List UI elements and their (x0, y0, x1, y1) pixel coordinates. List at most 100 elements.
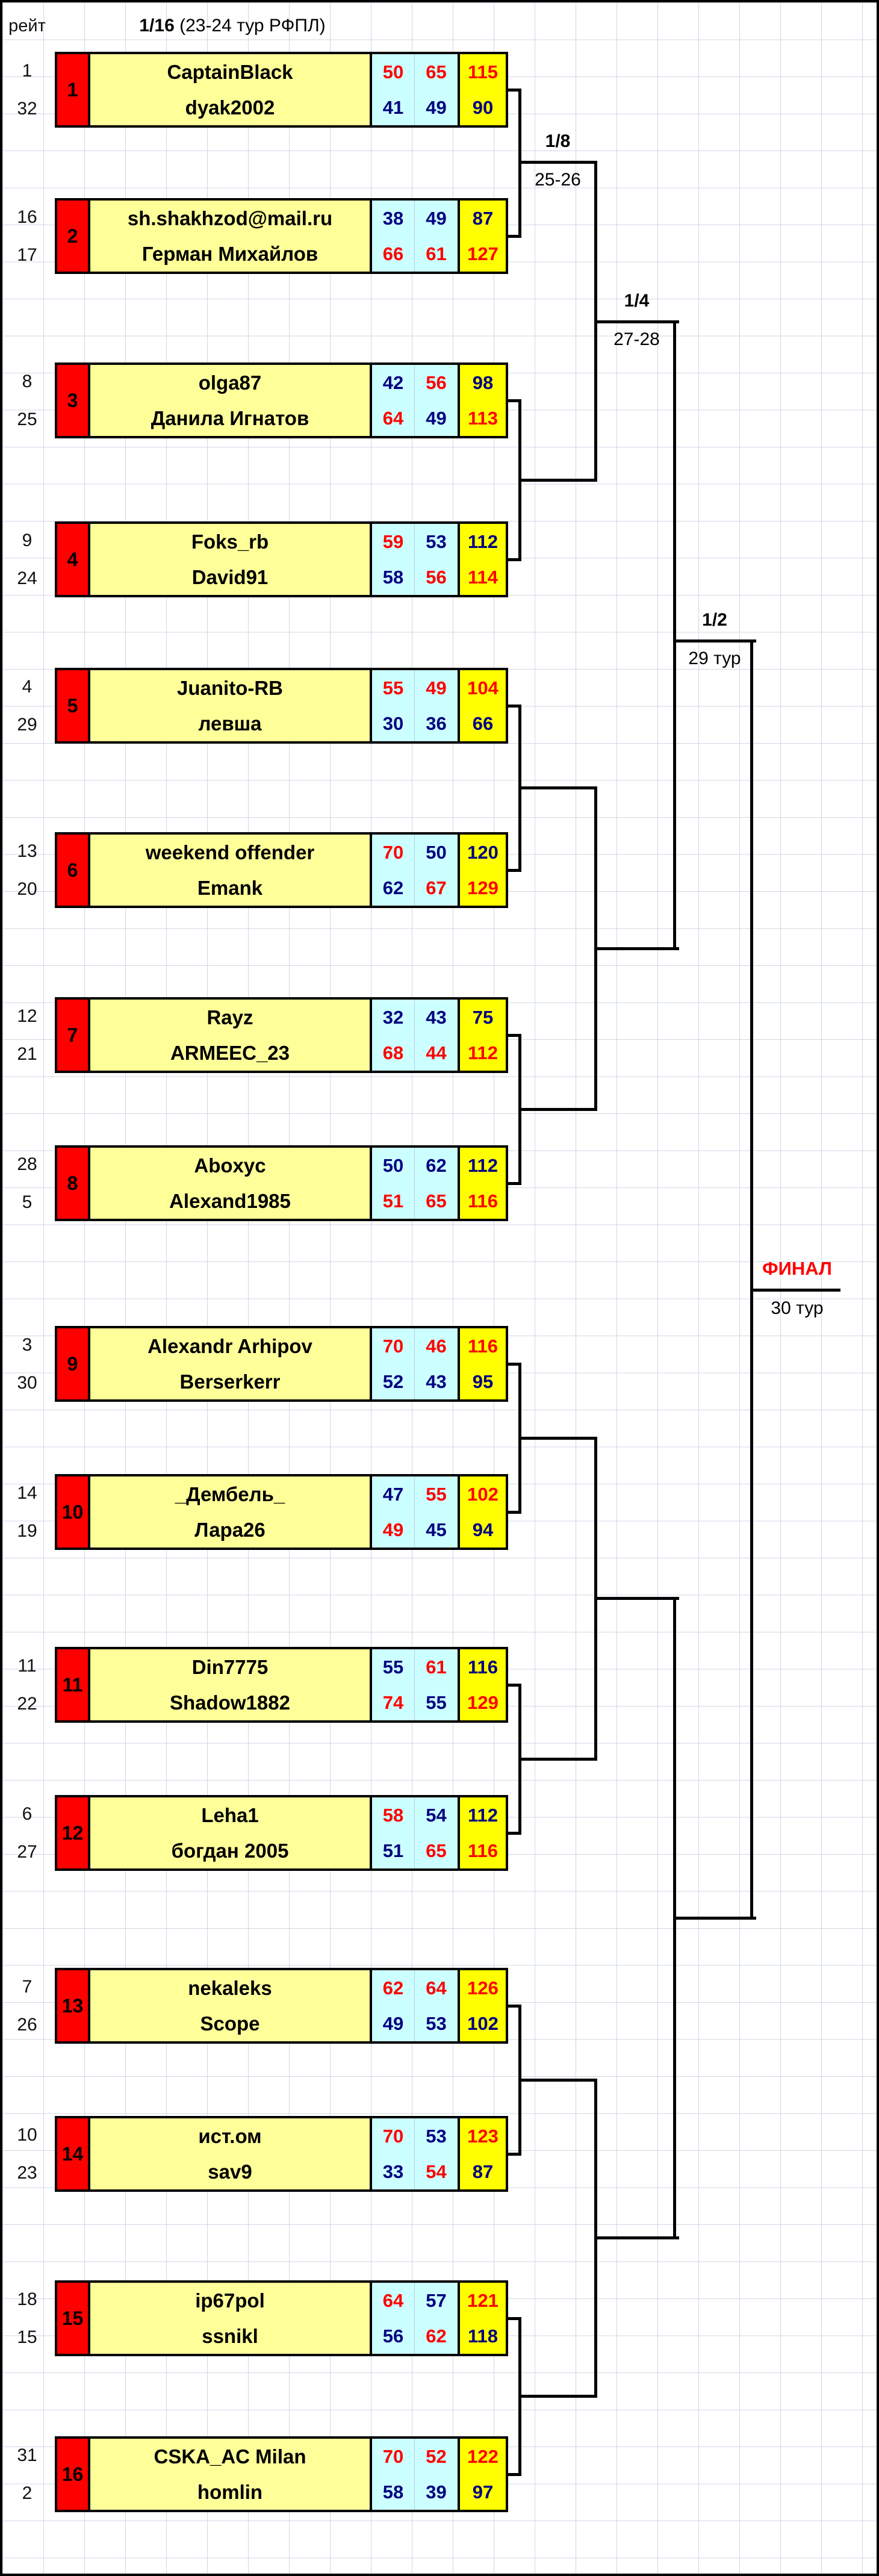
player2-total: 97 (472, 2481, 494, 2503)
player1-leg-row: 32 43 (372, 1000, 458, 1035)
seed-number: 4 (57, 524, 90, 595)
bracket-line (518, 479, 597, 482)
player2-leg1-score: 56 (372, 2318, 415, 2354)
player-names: olga87 Данила Игнатов (90, 365, 370, 436)
leg-scores: 70 52 58 39 (370, 2439, 458, 2510)
player1-leg1-score: 55 (372, 1649, 415, 1685)
match-box: 4 Foks_rb David91 59 53 58 56 112 114 (55, 521, 508, 597)
player1-leg-row: 58 54 (372, 1797, 458, 1833)
total-scores: 123 87 (458, 2118, 506, 2189)
match-box: 2 sh.shakhzod@mail.ru Герман Михайлов 38… (55, 198, 508, 274)
bracket-line (508, 1511, 521, 1514)
player1-leg2-score: 52 (426, 2445, 447, 2467)
player1-leg2-score: 62 (426, 1154, 447, 1176)
bracket-line (673, 1917, 756, 1920)
seed-number: 6 (57, 835, 90, 906)
total-scores: 126 102 (458, 1970, 506, 2041)
player1-name: _Дембель_ (175, 1482, 285, 1505)
player2-rating: 25 (17, 409, 37, 429)
player1-leg2-score: 53 (426, 2125, 447, 2147)
player2-rating: 21 (17, 1044, 37, 1064)
player2-total: 116 (467, 1190, 498, 1212)
player1-rating: 9 (22, 530, 33, 550)
leg-scores: 38 49 66 61 (370, 201, 458, 272)
player1-leg1-score: 64 (372, 2283, 415, 2318)
bracket-line (508, 2317, 521, 2320)
player2-rating: 27 (17, 1841, 37, 1862)
match-block: 10 23 14 ист.ом sav9 70 53 33 54 123 (2, 2116, 877, 2192)
total-scores: 98 113 (458, 365, 506, 436)
player2-name: Alexand1985 (169, 1189, 291, 1212)
player2-leg-row: 68 44 (372, 1035, 458, 1071)
player1-leg1-score: 38 (372, 201, 415, 236)
player2-leg1-score: 58 (372, 559, 415, 595)
seed-number: 3 (57, 365, 90, 436)
bracket-line (508, 558, 521, 561)
stage-title-round: 1/16 (139, 16, 175, 36)
bracket-line (508, 2473, 521, 2476)
match-box: 15 ip67pol ssnikl 64 57 56 62 121 118 (55, 2280, 508, 2356)
player2-leg1-score: 66 (372, 236, 415, 272)
player1-leg2-score: 49 (426, 207, 447, 229)
player1-rating: 13 (17, 841, 37, 861)
seed-number: 2 (57, 201, 90, 272)
match-block: 8 25 3 olga87 Данила Игнатов 42 56 64 49… (2, 362, 877, 438)
player2-name: Scope (200, 2012, 260, 2035)
rating-column-header: рейт (8, 16, 46, 36)
bracket-line (508, 1034, 521, 1037)
player2-rating: 23 (17, 2162, 37, 2183)
total-scores: 115 90 (458, 54, 506, 125)
player2-rating: 19 (17, 1520, 37, 1541)
player2-leg2-score: 53 (426, 2012, 447, 2034)
player2-leg2-score: 44 (426, 1042, 447, 1063)
player2-leg-row: 56 62 (372, 2318, 458, 2354)
seed-number: 10 (57, 1476, 90, 1548)
rating-column: 10 23 (2, 2116, 52, 2192)
player1-total: 123 (467, 2125, 499, 2147)
player2-leg2-score: 65 (426, 1840, 447, 1861)
round-label-1-8: 1/8 (545, 131, 571, 151)
player2-name: homlin (197, 2480, 263, 2503)
player1-leg-row: 70 53 (372, 2118, 458, 2154)
player1-total: 121 (467, 2289, 499, 2311)
player1-leg-row: 55 61 (372, 1649, 458, 1685)
player2-leg-row: 62 67 (372, 870, 458, 906)
player1-name: Juanito-RB (177, 676, 283, 699)
player1-name: Alexandr Arhipov (148, 1334, 312, 1357)
player2-leg-row: 52 43 (372, 1364, 458, 1399)
player-names: Rayz ARMEEC_23 (90, 1000, 370, 1071)
player2-leg-row: 74 55 (372, 1685, 458, 1720)
player1-name: olga87 (198, 371, 262, 394)
player1-name: CSKA_AC Milan (154, 2445, 306, 2468)
player2-leg-row: 58 56 (372, 559, 458, 595)
match-box: 3 olga87 Данила Игнатов 42 56 64 49 98 1… (55, 362, 508, 438)
player1-rating: 4 (22, 676, 33, 697)
player2-leg2-score: 43 (426, 1370, 447, 1392)
seed-number: 16 (57, 2439, 90, 2510)
player1-leg1-score: 55 (372, 670, 415, 706)
bracket-line (508, 1363, 521, 1366)
rating-column: 18 15 (2, 2280, 52, 2356)
match-block: 18 15 15 ip67pol ssnikl 64 57 56 62 121 (2, 2280, 877, 2356)
player2-total: 66 (472, 712, 494, 734)
leg-scores: 50 65 41 49 (370, 54, 458, 125)
seed-number: 12 (57, 1797, 90, 1868)
player1-rating: 8 (22, 371, 33, 391)
match-box: 14 ист.ом sav9 70 53 33 54 123 87 (55, 2116, 508, 2192)
rating-column: 3 30 (2, 1326, 52, 1402)
rating-column: 13 20 (2, 832, 52, 908)
player2-leg2-score: 61 (426, 243, 447, 264)
leg-scores: 32 43 68 44 (370, 1000, 458, 1071)
player2-leg2-score: 62 (426, 2325, 447, 2347)
player2-leg1-score: 41 (372, 90, 415, 125)
rating-column: 31 2 (2, 2436, 52, 2512)
player2-total: 102 (467, 2012, 499, 2034)
player2-leg1-score: 62 (372, 870, 415, 906)
match-block: 31 2 16 CSKA_AC Milan homlin 70 52 58 39… (2, 2436, 877, 2512)
player2-name: ARMEEC_23 (170, 1041, 290, 1064)
total-scores: 121 118 (458, 2283, 506, 2354)
match-box: 16 CSKA_AC Milan homlin 70 52 58 39 122 … (55, 2436, 508, 2512)
player2-leg-row: 49 53 (372, 2006, 458, 2041)
match-box: 5 Juanito-RB левша 55 49 30 36 104 66 (55, 668, 508, 744)
